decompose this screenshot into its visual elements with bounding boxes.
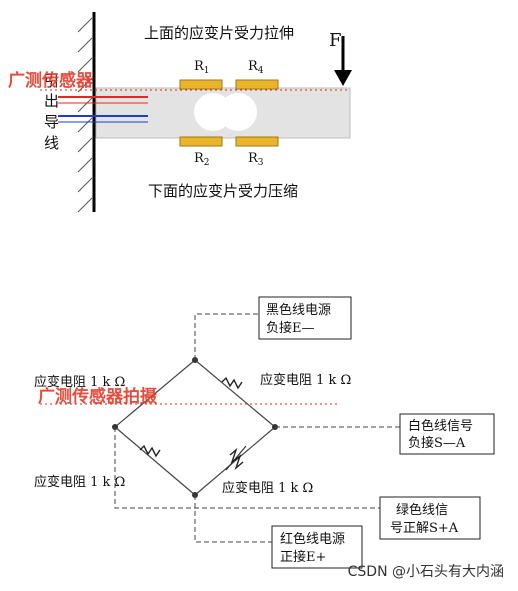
- wire-label-4: 线: [44, 134, 59, 152]
- res-label-top-right: 应变电阻 1 k Ω: [260, 372, 351, 388]
- gauge-r4: [235, 79, 279, 90]
- variable-arrow: [225, 445, 247, 471]
- lead-lines: [114, 313, 400, 543]
- label-r3: R3: [248, 151, 264, 168]
- wire-label-2: 出: [44, 92, 59, 110]
- beam-figure: 上面的应变片受力拉伸 下面的应变片受力压缩 F R1 R4 R2 R3 引 出 …: [8, 12, 352, 213]
- green-wire-box: [379, 496, 481, 540]
- label-r1: R1: [194, 59, 210, 76]
- bridge-figure: 黑色线电源 负接E— 白色线信号 负接S—A 绿色线信 号正解S+A 红色线电源…: [34, 296, 495, 569]
- top-watermark: 广测传感器: [8, 70, 94, 91]
- black-wire-box: [258, 296, 352, 340]
- res-label-top-left: 应变电阻 1 k Ω: [34, 374, 125, 390]
- label-r4: R4: [248, 59, 264, 76]
- white-wire-line2: 负接S—A: [408, 435, 466, 451]
- wire-label-1: 引: [44, 72, 59, 90]
- red-wire-box: [271, 525, 363, 569]
- caption-upper: 上面的应变片受力拉伸: [144, 24, 294, 42]
- gauge-r3: [235, 136, 279, 147]
- black-wire-line1: 黑色线电源: [266, 302, 331, 318]
- bottom-watermark: 广测传感器拍摄: [38, 386, 158, 407]
- wall-hatching: [77, 17, 93, 213]
- white-wire-box: [399, 413, 495, 455]
- resistor-top-right: [221, 376, 243, 390]
- resistor-bottom-right: [229, 447, 244, 471]
- cantilever-beam-diagram: 上面的应变片受力拉伸 下面的应变片受力压缩 F R1 R4 R2 R3 引 出 …: [0, 0, 518, 225]
- caption-lower: 下面的应变片受力压缩: [148, 182, 298, 200]
- white-wire-line1: 白色线信号: [408, 418, 473, 434]
- wire-label-3: 导: [44, 113, 59, 131]
- force-arrow-head: [334, 70, 352, 86]
- green-wire-line1: 绿色线信: [396, 502, 448, 518]
- force-label: F: [329, 30, 342, 51]
- wheatstone-bridge-diagram: 黑色线电源 负接E— 白色线信号 负接S—A 绿色线信 号正解S+A 红色线电源…: [0, 280, 518, 587]
- gauge-r2: [179, 136, 223, 147]
- red-wire-line2: 正接E+: [280, 549, 326, 565]
- red-wire-line1: 红色线电源: [280, 531, 345, 547]
- res-label-bottom-right: 应变电阻 1 k Ω: [222, 480, 313, 496]
- black-wire-line2: 负接E—: [266, 320, 315, 336]
- csdn-credit: CSDN @小石头有大内涵: [347, 564, 504, 580]
- bridge-edges: [114, 359, 276, 496]
- beam-hole-right: [219, 93, 257, 131]
- green-wire-line2: 号正解S+A: [390, 521, 459, 536]
- label-r2: R2: [194, 151, 210, 168]
- gauge-r1: [179, 79, 223, 90]
- res-label-bottom-left: 应变电阻 1 k Ω: [34, 474, 125, 490]
- resistor-bottom-left: [139, 444, 161, 458]
